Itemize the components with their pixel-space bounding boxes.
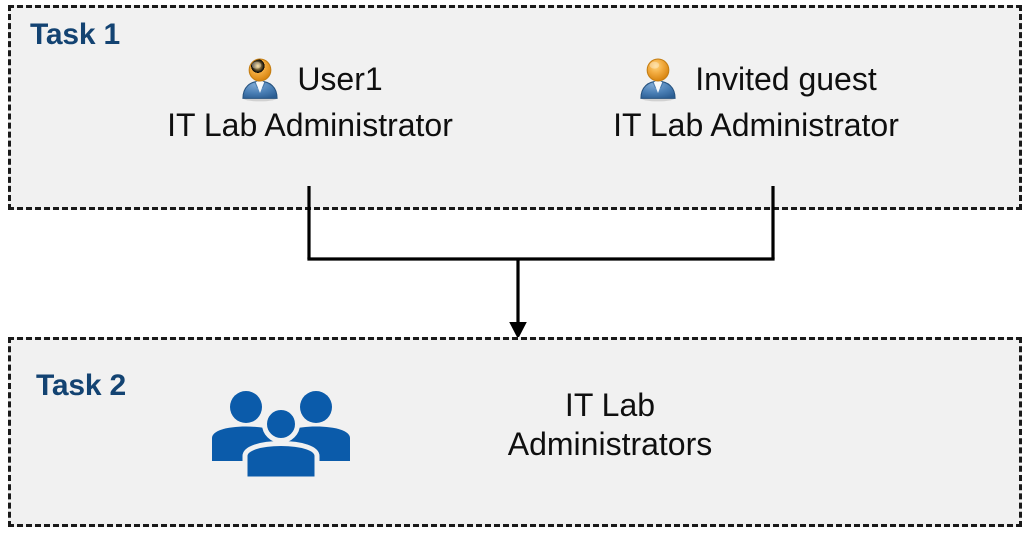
task-1-label: Task 1 bbox=[30, 18, 120, 51]
person-header-user1: User1 bbox=[130, 55, 490, 103]
group-name-line-1: IT Lab bbox=[564, 387, 656, 423]
task-2-label: Task 2 bbox=[36, 369, 126, 402]
person-role: IT Lab Administrator bbox=[613, 107, 899, 143]
person-entry-invited-guest: Invited guest IT Lab Administrator bbox=[556, 55, 956, 145]
person-name: User1 bbox=[297, 61, 383, 97]
user-icon bbox=[237, 56, 283, 102]
person-entry-user1: User1 IT Lab Administrator bbox=[130, 55, 490, 145]
person-name: Invited guest bbox=[695, 61, 877, 97]
user-group-icon bbox=[211, 388, 351, 480]
group-name-line-2: Administrators bbox=[507, 426, 713, 463]
task-2-box bbox=[8, 337, 1022, 527]
task-1-box bbox=[8, 5, 1022, 210]
group-name: IT Lab Administrators bbox=[380, 386, 840, 464]
person-role: IT Lab Administrator bbox=[167, 107, 453, 143]
person-header-invited-guest: Invited guest bbox=[556, 55, 956, 103]
user-icon bbox=[635, 56, 681, 102]
